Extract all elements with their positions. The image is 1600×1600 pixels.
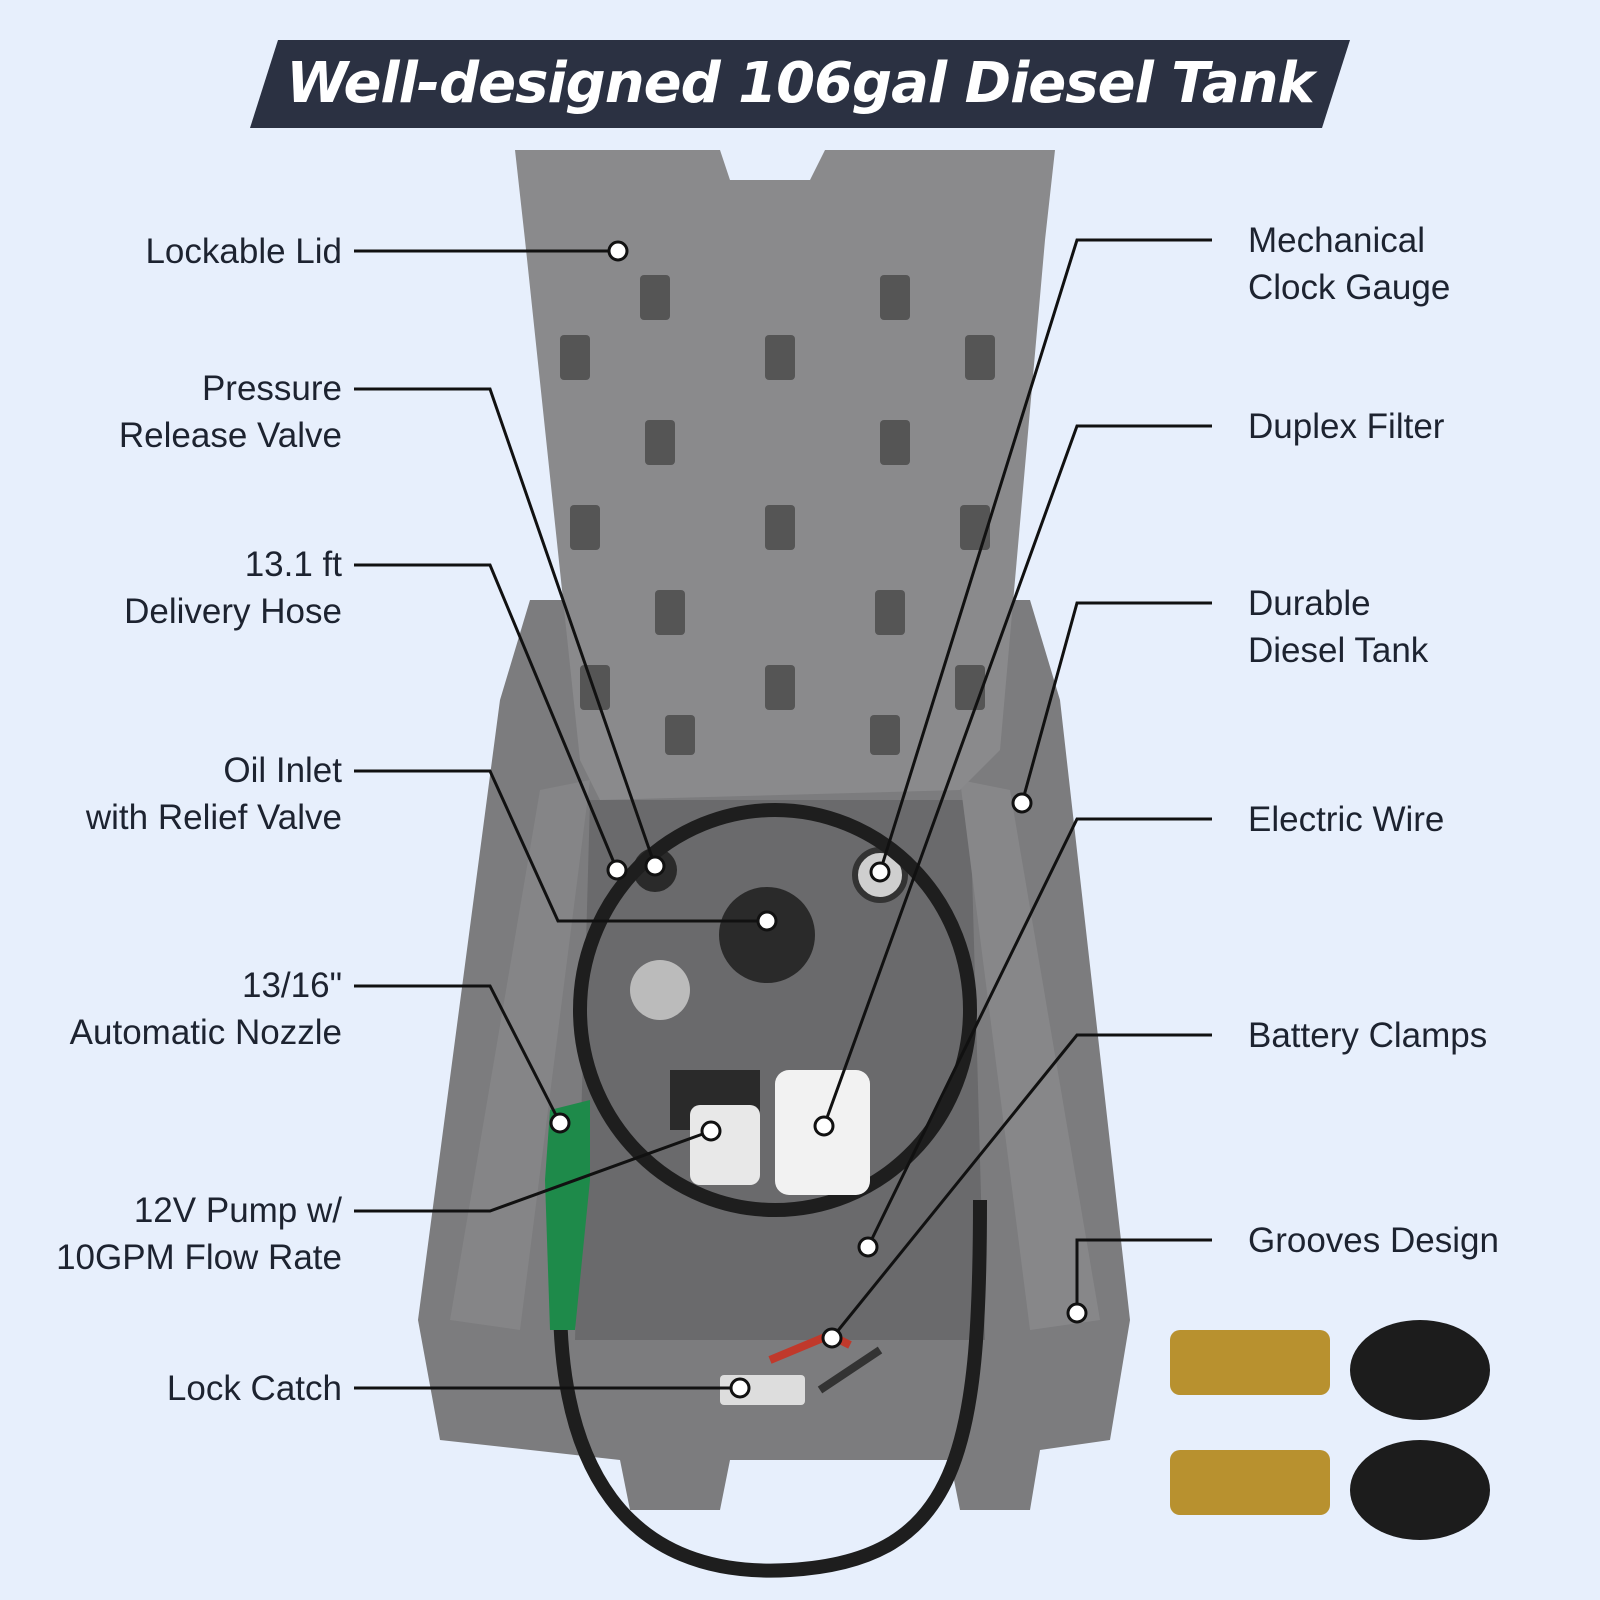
leader-lines — [354, 238, 1212, 1390]
label-lockable-lid: Lockable Lid — [145, 232, 342, 271]
label-duplex-filter: Duplex Filter — [1248, 407, 1445, 446]
ratchet-straps — [1170, 1320, 1490, 1540]
label-electric-wire: Electric Wire — [1248, 800, 1445, 839]
delivery-hose — [573, 803, 977, 1217]
label-lock-catch: Lock Catch — [166, 1369, 342, 1408]
automatic-nozzle — [545, 1100, 590, 1330]
label-12v-pump: 12V Pump w/10GPM Flow Rate — [56, 1191, 342, 1277]
label-automatic-nozzle: 13/16"Automatic Nozzle — [69, 966, 342, 1052]
label-grooves-design: Grooves Design — [1248, 1221, 1499, 1260]
diesel-tank — [418, 600, 1130, 1510]
page-title: Well-designed 106gal Diesel Tank — [286, 51, 1315, 116]
title-banner — [250, 40, 1350, 128]
pump — [690, 1105, 760, 1185]
callout-dots — [549, 240, 1088, 1399]
lockable-lid — [515, 150, 1055, 800]
label-battery-clamps: Battery Clamps — [1248, 1016, 1488, 1055]
oil-inlet-cap — [719, 887, 815, 983]
